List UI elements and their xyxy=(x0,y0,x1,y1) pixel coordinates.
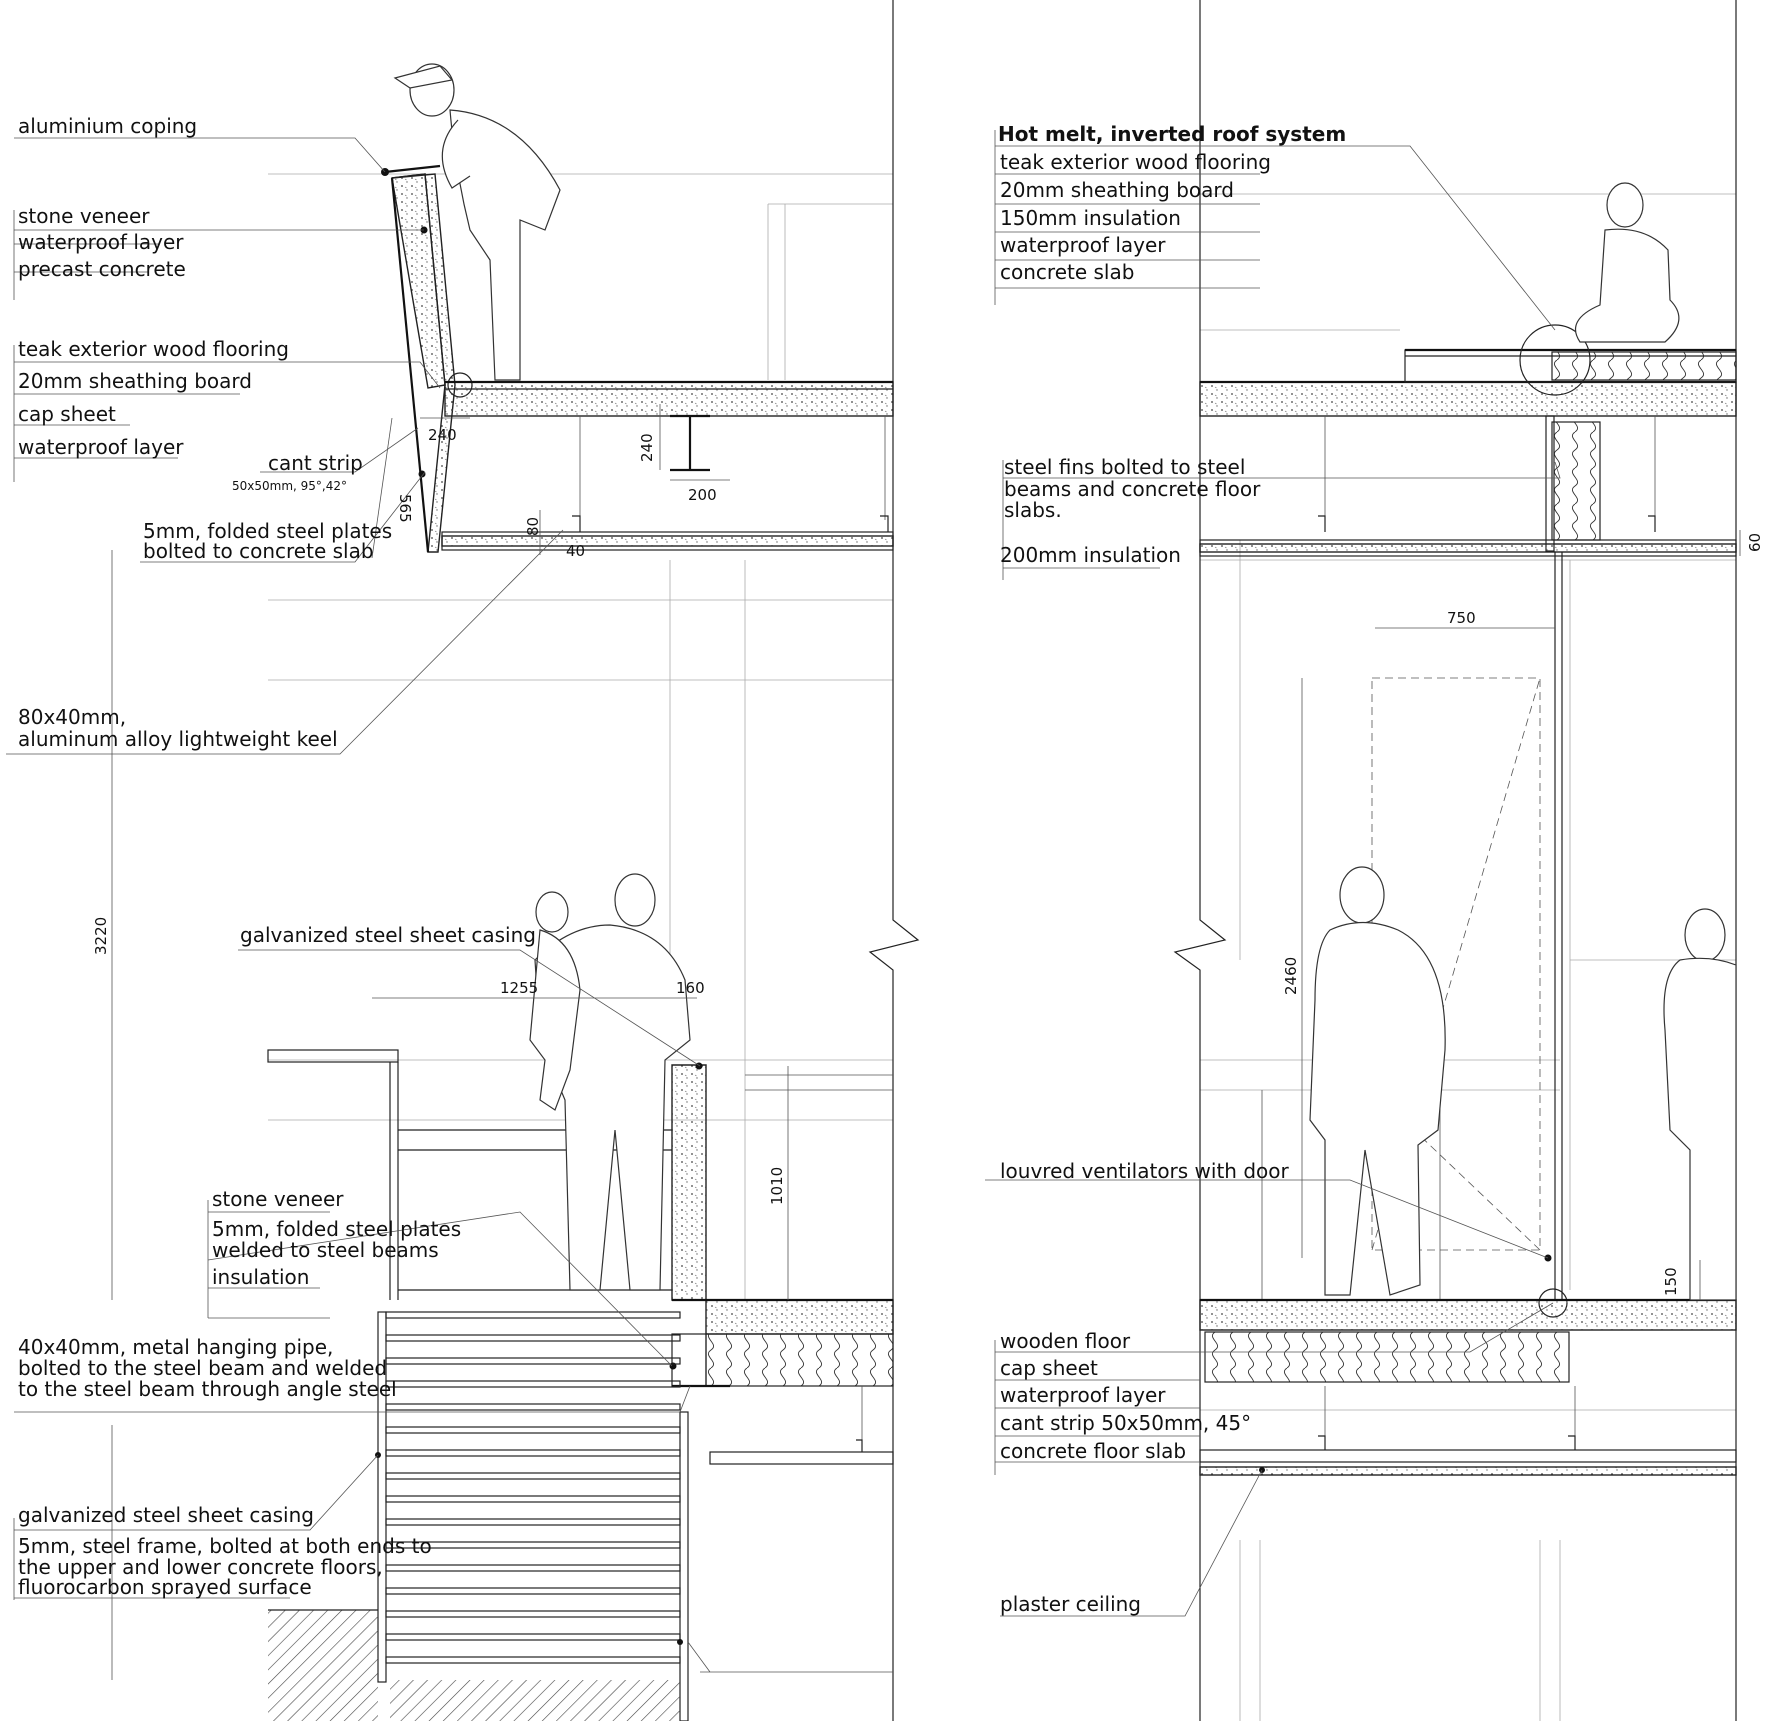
stair-tread xyxy=(385,1633,681,1641)
label-insulation-200: 200mm insulation xyxy=(1000,543,1181,567)
stair-tread xyxy=(385,1357,681,1365)
label-cant-strip-left: cant strip xyxy=(268,451,363,475)
label-waterproof-layer-top: waterproof layer xyxy=(18,230,184,254)
label-insulation-left: insulation xyxy=(212,1265,309,1289)
label-steel-plates-1: 5mm, folded steel plates xyxy=(143,519,392,543)
dim-240-vertical: 240 xyxy=(638,433,656,462)
stair-tread xyxy=(385,1334,681,1342)
stair-tread xyxy=(385,1610,681,1618)
label-precast-concrete: precast concrete xyxy=(18,257,186,281)
right-dimension-texts: 750 2460 60 150 xyxy=(1282,533,1764,1296)
dim-80: 80 xyxy=(524,517,542,536)
right-labels: Hot melt, inverted roof system teak exte… xyxy=(998,122,1346,1616)
right-lower-floor xyxy=(1199,1298,1737,1476)
dim-2460: 2460 xyxy=(1282,957,1300,995)
stair-tread xyxy=(385,1311,681,1319)
stair-tread xyxy=(385,1541,681,1549)
dim-750: 750 xyxy=(1447,609,1476,627)
label-plaster-ceiling: plaster ceiling xyxy=(1000,1592,1141,1616)
label-keel-2: aluminum alloy lightweight keel xyxy=(18,727,338,751)
label-galv-casing-mid: galvanized steel sheet casing xyxy=(240,923,536,947)
label-folded-plates-low-2: welded to steel beams xyxy=(212,1238,439,1262)
label-concrete-floor-slab: concrete floor slab xyxy=(1000,1439,1186,1463)
label-keel-1: 80x40mm, xyxy=(18,705,126,729)
label-fins-2: beams and concrete floor xyxy=(1004,477,1261,501)
right-roof xyxy=(1199,324,1737,557)
label-aluminium-coping: aluminium coping xyxy=(18,114,197,138)
person-figure-parapet xyxy=(393,63,561,381)
label-galv-casing-low: galvanized steel sheet casing xyxy=(18,1503,314,1527)
label-stone-veneer-low: stone veneer xyxy=(212,1187,344,1211)
stair-tread xyxy=(385,1656,681,1664)
right-wall-and-door xyxy=(1261,552,1568,1318)
label-frame-1: 5mm, steel frame, bolted at both ends to xyxy=(18,1534,432,1558)
dim-200: 200 xyxy=(688,486,717,504)
label-pipe-3: to the steel beam through angle steel xyxy=(18,1377,397,1401)
label-louvred-ventilators: louvred ventilators with door xyxy=(1000,1159,1290,1183)
label-teak-flooring-right: teak exterior wood flooring xyxy=(1000,150,1271,174)
stair-tread xyxy=(385,1472,681,1480)
leader-lines xyxy=(6,130,1561,1673)
label-insulation-150: 150mm insulation xyxy=(1000,206,1181,230)
label-waterproof-layer-right: waterproof layer xyxy=(1000,233,1166,257)
person-figure-adult-child xyxy=(529,873,691,1291)
person-figure-man-right xyxy=(1309,866,1446,1296)
dim-1255: 1255 xyxy=(500,979,538,997)
label-cap-sheet-left: cap sheet xyxy=(18,402,116,426)
label-cant-strip-right: cant strip 50x50mm, 45° xyxy=(1000,1411,1251,1435)
left-lower-structure xyxy=(267,1049,894,1465)
label-cap-sheet-right: cap sheet xyxy=(1000,1356,1098,1380)
dimension-lines xyxy=(111,404,1741,1680)
label-waterproof-layer-right-low: waterproof layer xyxy=(1000,1383,1166,1407)
label-fins-3: slabs. xyxy=(1004,498,1062,522)
left-labels: aluminium coping stone veneer waterproof… xyxy=(18,114,536,1599)
dim-240-horizontal: 240 xyxy=(428,426,457,444)
stair-tread xyxy=(385,1587,681,1595)
left-roof-slab xyxy=(441,380,894,551)
label-pipe-1: 40x40mm, metal hanging pipe, xyxy=(18,1335,333,1359)
person-figure-roof-child xyxy=(1575,182,1680,343)
dim-3220: 3220 xyxy=(92,917,110,955)
dim-40: 40 xyxy=(566,542,585,560)
label-sheathing-board-right: 20mm sheathing board xyxy=(1000,178,1234,202)
person-figure-woman-right xyxy=(1663,908,1737,1301)
stair-tread xyxy=(385,1403,681,1411)
dim-160: 160 xyxy=(676,979,705,997)
label-roof-system-title: Hot melt, inverted roof system xyxy=(998,122,1346,146)
label-teak-flooring-left: teak exterior wood flooring xyxy=(18,337,289,361)
label-folded-plates-low-1: 5mm, folded steel plates xyxy=(212,1217,461,1241)
label-fins-1: steel fins bolted to steel xyxy=(1004,455,1245,479)
left-parapet xyxy=(381,164,473,553)
stair-tread xyxy=(385,1518,681,1526)
label-wooden-floor: wooden floor xyxy=(1000,1329,1131,1353)
label-pipe-2: bolted to the steel beam and welded xyxy=(18,1356,387,1380)
label-waterproof-layer-left: waterproof layer xyxy=(18,435,184,459)
dim-150: 150 xyxy=(1662,1267,1680,1296)
label-concrete-slab: concrete slab xyxy=(1000,260,1134,284)
stair-tread xyxy=(385,1426,681,1434)
label-steel-plates-2: bolted to concrete slab xyxy=(143,539,374,563)
left-dimension-texts: 240 240 200 565 80 40 3220 1255 160 1010 xyxy=(92,426,786,1205)
break-lines xyxy=(868,0,1737,1721)
label-stone-veneer-top: stone veneer xyxy=(18,204,150,228)
stair-tread xyxy=(385,1564,681,1572)
dim-1010: 1010 xyxy=(768,1167,786,1205)
dim-565: 565 xyxy=(396,494,414,523)
stair-tread xyxy=(385,1449,681,1457)
label-frame-3: fluorocarbon sprayed surface xyxy=(18,1575,312,1599)
stair-tread xyxy=(385,1495,681,1503)
label-sheathing-board-left: 20mm sheathing board xyxy=(18,369,252,393)
stair-tread xyxy=(385,1380,681,1388)
label-cant-strip-spec: 50x50mm, 95°,42° xyxy=(232,479,347,493)
label-frame-2: the upper and lower concrete floors, xyxy=(18,1555,383,1579)
dim-60: 60 xyxy=(1746,533,1764,552)
left-stair xyxy=(268,1311,689,1721)
